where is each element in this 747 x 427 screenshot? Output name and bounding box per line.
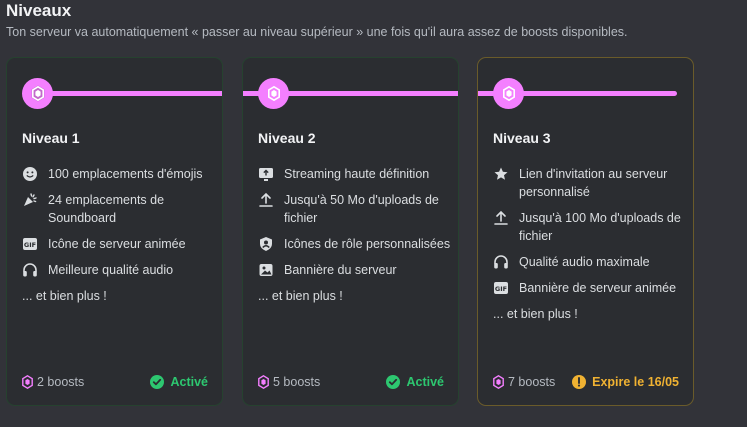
smile-icon — [22, 166, 38, 182]
tier-card-2: Niveau 2 Streaming haute définition Jusq… — [242, 57, 459, 406]
boost-count-label: 5 boosts — [273, 375, 321, 389]
boost-gem-icon — [31, 85, 44, 102]
tier-footer: 5 boosts Activé — [258, 373, 444, 391]
tier-title: Niveau 1 — [22, 130, 80, 146]
perk-item: 100 emplacements d'émojis — [22, 165, 217, 183]
tier-title: Niveau 3 — [493, 130, 551, 146]
boost-gem-icon — [22, 375, 33, 389]
perk-label: Streaming haute définition — [284, 167, 430, 181]
boost-gem-icon — [258, 375, 269, 389]
tier-progress-bar — [243, 91, 458, 96]
tier-badge — [22, 78, 53, 109]
more-perks-text: ... et bien plus ! — [493, 307, 578, 321]
perk-item: Jusqu'à 100 Mo d'uploads de fichier — [493, 209, 688, 245]
perk-label: Lien d'invitation au serveur personnalis… — [519, 167, 668, 199]
status-label: Activé — [170, 375, 208, 389]
perk-item: Meilleure qualité audio — [22, 261, 217, 279]
check-circle-icon — [150, 375, 165, 389]
perk-item: Icônes de rôle personnalisées — [258, 235, 453, 253]
soundboard-icon — [22, 192, 38, 208]
screen-share-icon — [258, 166, 274, 182]
boost-count-label: 2 boosts — [37, 375, 85, 389]
tier-card-1: Niveau 1 100 emplacements d'émojis 24 em… — [6, 57, 223, 406]
headphones-icon — [493, 254, 509, 270]
boost-count: 7 boosts — [493, 375, 555, 389]
upload-icon — [258, 192, 274, 208]
more-perks-text: ... et bien plus ! — [258, 289, 343, 303]
status-label: Activé — [406, 375, 444, 389]
tier-perk-list: Streaming haute définition Jusqu'à 50 Mo… — [258, 165, 453, 305]
status-badge: Expire le 16/05 — [572, 375, 679, 389]
tier-badge — [258, 78, 289, 109]
perk-label: Bannière de serveur animée — [519, 281, 677, 295]
tier-perk-list: Lien d'invitation au serveur personnalis… — [493, 165, 688, 323]
upload-icon — [493, 210, 509, 226]
check-circle-icon — [386, 375, 401, 389]
boost-gem-icon — [267, 85, 280, 102]
perk-item: Streaming haute définition — [258, 165, 453, 183]
perk-label: Qualité audio maximale — [519, 255, 650, 269]
status-badge: Activé — [386, 375, 444, 389]
perk-item: Jusqu'à 50 Mo d'uploads de fichier — [258, 191, 453, 227]
status-badge: Activé — [150, 375, 208, 389]
tier-footer: 2 boosts Activé — [22, 373, 208, 391]
perk-label: 24 emplacements de Soundboard — [48, 193, 165, 225]
perk-label: Jusqu'à 50 Mo d'uploads de fichier — [284, 193, 439, 225]
perk-item: GIF Icône de serveur animée — [22, 235, 217, 253]
perk-item: Qualité audio maximale — [493, 253, 688, 271]
role-icon — [258, 236, 274, 252]
section-subtitle: Ton serveur va automatiquement « passer … — [6, 25, 628, 39]
perk-item: Bannière du serveur — [258, 261, 453, 279]
perk-label: Bannière du serveur — [284, 263, 397, 277]
perk-item: 24 emplacements de Soundboard — [22, 191, 217, 227]
perk-item: Lien d'invitation au serveur personnalis… — [493, 165, 688, 201]
perk-item: GIF Bannière de serveur animée — [493, 279, 688, 297]
tier-perk-list: 100 emplacements d'émojis 24 emplacement… — [22, 165, 217, 305]
boost-count: 5 boosts — [258, 375, 320, 389]
tier-title: Niveau 2 — [258, 130, 316, 146]
tier-card-3: Niveau 3 Lien d'invitation au serveur pe… — [477, 57, 694, 406]
perk-label: Icônes de rôle personnalisées — [284, 237, 451, 251]
more-perks-text: ... et bien plus ! — [22, 289, 107, 303]
svg-text:GIF: GIF — [495, 285, 507, 293]
perk-label: Jusqu'à 100 Mo d'uploads de fichier — [519, 211, 681, 243]
image-icon — [258, 262, 274, 278]
boost-gem-icon — [493, 375, 504, 389]
gif-icon: GIF — [493, 280, 509, 296]
perk-label: Icône de serveur animée — [48, 237, 186, 251]
svg-text:GIF: GIF — [24, 241, 36, 249]
tier-progress-bar — [478, 91, 677, 96]
warning-circle-icon — [572, 375, 587, 389]
perk-label: 100 emplacements d'émojis — [48, 167, 203, 181]
perk-label: Meilleure qualité audio — [48, 263, 174, 277]
status-label: Expire le 16/05 — [592, 375, 679, 389]
boost-count-label: 7 boosts — [508, 375, 556, 389]
tier-footer: 7 boosts Expire le 16/05 — [493, 373, 679, 391]
headphones-icon — [22, 262, 38, 278]
star-icon — [493, 166, 509, 182]
boost-gem-icon — [502, 85, 515, 102]
boost-count: 2 boosts — [22, 375, 84, 389]
tier-badge — [493, 78, 524, 109]
gif-icon: GIF — [22, 236, 38, 252]
tier-progress-bar — [23, 91, 222, 96]
section-title: Niveaux — [6, 1, 72, 20]
